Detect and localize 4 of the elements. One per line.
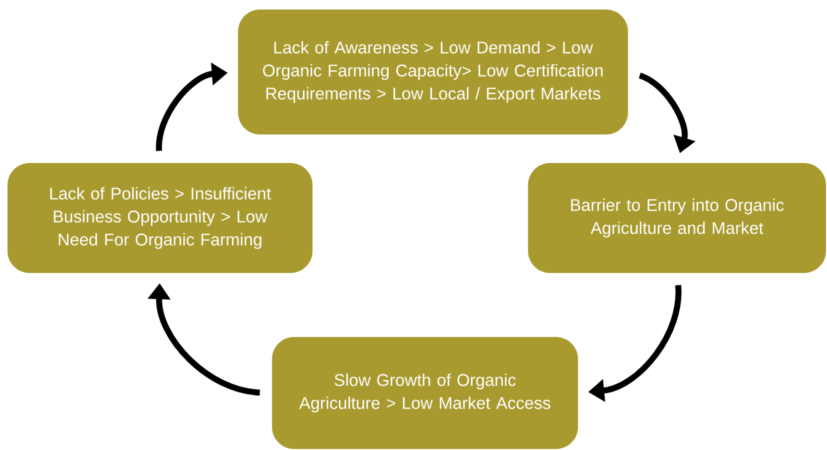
process-box: Lack of Awareness > Low Demand > Low Organic Farming Capacity> Low Certification Requirements > Low Local / Export Markets	[238, 10, 628, 134]
process-box: Slow Growth of Organic Agriculture > Low Market Access	[272, 337, 578, 449]
process-box: Lack of Policies > Insufficient Business Opportunity > Low Need For Organic Farming	[8, 163, 312, 273]
process-box: Barrier to Entry into Organic Agriculture and Market	[528, 163, 826, 273]
